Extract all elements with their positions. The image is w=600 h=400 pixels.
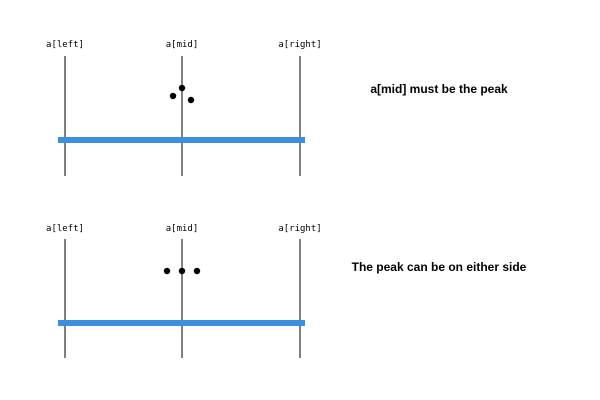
array-range-bar <box>58 137 305 143</box>
caption-either-side: The peak can be on either side <box>352 260 527 274</box>
mid-value-dot <box>178 267 186 275</box>
left-neighbour-dot <box>163 267 171 275</box>
pointer-label-right: a[right] <box>278 224 321 234</box>
pointer-label-mid: a[mid] <box>166 224 199 234</box>
array-range-bar <box>58 320 305 326</box>
panel-peak-case: a[left] a[mid] a[right] a[mid] must be t… <box>46 40 508 176</box>
pointer-label-right: a[right] <box>278 40 321 50</box>
panel-either-side-case: a[left] a[mid] a[right] The peak can be … <box>46 224 527 358</box>
mid-value-dot <box>178 84 186 92</box>
right-neighbour-dot <box>187 96 195 104</box>
caption-peak: a[mid] must be the peak <box>370 82 508 96</box>
pointer-label-left: a[left] <box>46 224 84 234</box>
pointer-label-mid: a[mid] <box>166 40 199 50</box>
pointer-label-left: a[left] <box>46 40 84 50</box>
left-neighbour-dot <box>169 92 177 100</box>
right-neighbour-dot <box>193 267 201 275</box>
